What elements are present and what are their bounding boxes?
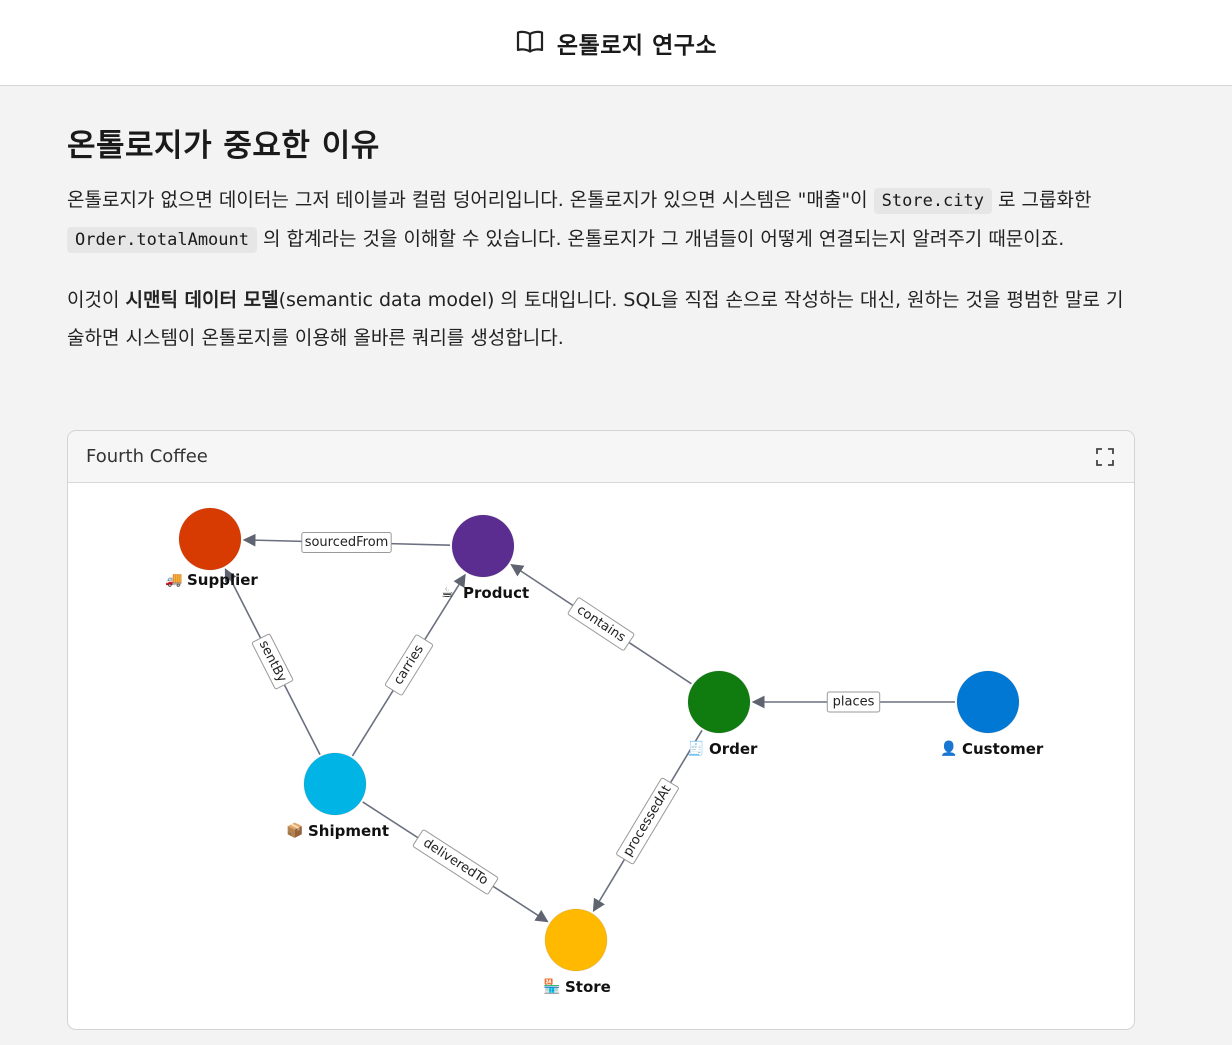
node-circle[interactable]	[178, 507, 242, 571]
truck-icon: 🚚	[165, 572, 182, 588]
edge-label-sentBy: sentBy	[251, 633, 294, 690]
edge-label-box	[616, 777, 679, 865]
edge-label-box	[412, 829, 499, 895]
node-label: Product	[463, 584, 529, 602]
para2-text-1: 이것이	[67, 289, 126, 311]
para2-text-2: (semantic data model) 의 토대입니다. SQL을 직접 손…	[67, 289, 1124, 349]
node-circle[interactable]	[451, 514, 515, 578]
node-customer[interactable]: 👤 Customer	[940, 670, 1044, 758]
expand-icon[interactable]	[1094, 446, 1116, 468]
node-label: Customer	[962, 740, 1044, 758]
edge-label-box	[826, 691, 881, 713]
section-heading: 온톨로지가 중요한 이유	[67, 128, 380, 164]
shop-icon: 🏪	[543, 978, 560, 995]
package-icon: 📦	[286, 822, 303, 839]
node-label: Supplier	[187, 571, 258, 589]
edge-label-text: sourcedFrom	[305, 535, 389, 550]
main-content: 온톨로지가 중요한 이유 온톨로지가 없으면 데이터는 그저 테이블과 컬럼 덩…	[67, 120, 1137, 357]
receipt-icon: 🧾	[687, 740, 704, 757]
node-shipment[interactable]: 📦 Shipment	[286, 752, 389, 840]
code-order-total: Order.totalAmount	[67, 227, 257, 253]
ontology-graph[interactable]: sourcedFrom contains places sentBy carries pr…	[68, 483, 1134, 1029]
node-label: Order	[709, 740, 758, 758]
paragraph-semantic: 이것이 시맨틱 데이터 모델(semantic data model) 의 토대…	[67, 281, 1137, 357]
para1-text-3: 의 합계라는 것을 이해할 수 있습니다. 온톨로지가 그 개념들이 어떻게 연…	[257, 228, 1065, 250]
node-circle[interactable]	[687, 670, 751, 734]
node-store[interactable]: 🏪 Store	[543, 908, 611, 996]
edge-label-text: deliveredTo	[420, 836, 490, 889]
top-bar: 온톨로지 연구소	[0, 0, 1232, 86]
node-circle[interactable]	[956, 670, 1020, 734]
node-product[interactable]: ☕ Product	[441, 514, 529, 602]
coffee-icon: ☕	[441, 585, 454, 601]
site-title: 온톨로지 연구소	[556, 32, 718, 59]
book-icon	[515, 26, 545, 60]
edge-label-sourcedFrom: sourcedFrom	[301, 532, 392, 553]
edge-label-box	[301, 532, 392, 553]
para1-text-2: 로 그룹화한	[992, 189, 1092, 211]
card-title: Fourth Coffee	[86, 446, 208, 467]
brand[interactable]: 온톨로지 연구소	[515, 26, 717, 60]
semantic-model-term: 시맨틱 데이터 모델	[125, 289, 279, 311]
code-store-city: Store.city	[873, 188, 992, 214]
node-circle[interactable]	[303, 752, 367, 816]
edge-label-deliveredTo: deliveredTo	[412, 829, 499, 895]
node-order[interactable]: 🧾 Order	[687, 670, 758, 758]
para1-text-1: 온톨로지가 없으면 데이터는 그저 테이블과 컬럼 덩어리입니다. 온톨로지가 …	[67, 189, 874, 211]
node-label: Store	[565, 978, 611, 996]
edge-label-places: places	[826, 691, 881, 713]
node-label: Shipment	[308, 822, 389, 840]
edge-label-text: places	[833, 695, 875, 710]
edge-label-box	[384, 634, 434, 696]
person-icon: 👤	[940, 740, 957, 757]
edge-label-box	[251, 633, 294, 690]
node-supplier[interactable]: 🚚 Supplier	[165, 507, 258, 589]
edge-label-processedAt: processedAt	[616, 777, 679, 865]
edge-label-carries: carries	[384, 634, 434, 696]
card-header: Fourth Coffee	[68, 431, 1134, 483]
paragraph-intro: 온톨로지가 없으면 데이터는 그저 테이블과 컬럼 덩어리입니다. 온톨로지가 …	[67, 181, 1137, 259]
edge-label-text: processedAt	[620, 783, 674, 859]
edge-label-text: sentBy	[256, 638, 290, 685]
node-circle[interactable]	[544, 908, 608, 972]
edge-label-contains: contains	[567, 597, 635, 651]
edge-label-box	[567, 597, 635, 651]
